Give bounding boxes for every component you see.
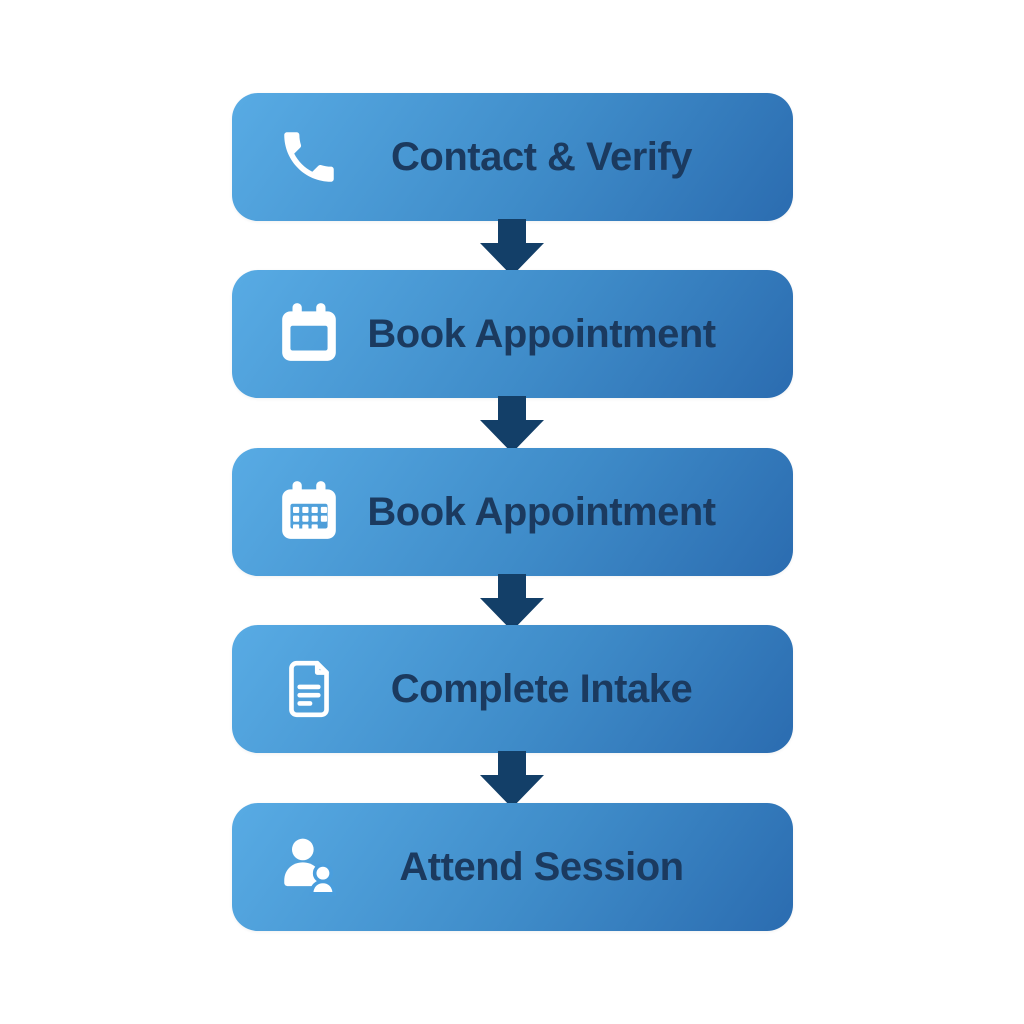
flow-step-complete-intake: Complete Intake xyxy=(232,625,793,753)
phone-icon xyxy=(276,124,342,190)
down-arrow-icon xyxy=(480,396,544,453)
flow-step-book-appointment-2: Book Appointment xyxy=(232,448,793,576)
calendar-icon xyxy=(276,301,342,367)
flow-step-book-appointment: Book Appointment xyxy=(232,270,793,398)
step-label: Complete Intake xyxy=(390,666,693,711)
step-label: Book Appointment xyxy=(367,489,716,534)
calendar-grid-icon xyxy=(276,479,342,545)
people-icon xyxy=(276,834,342,900)
flow-step-attend-session: Attend Session xyxy=(232,803,793,931)
down-arrow-icon xyxy=(480,751,544,808)
step-label: Book Appointment xyxy=(367,311,716,356)
flow-step-contact-verify: Contact & Verify xyxy=(232,93,793,221)
down-arrow-icon xyxy=(480,219,544,276)
step-label: Attend Session xyxy=(399,844,684,889)
document-icon xyxy=(276,656,342,722)
step-label: Contact & Verify xyxy=(391,134,692,179)
down-arrow-icon xyxy=(480,574,544,631)
